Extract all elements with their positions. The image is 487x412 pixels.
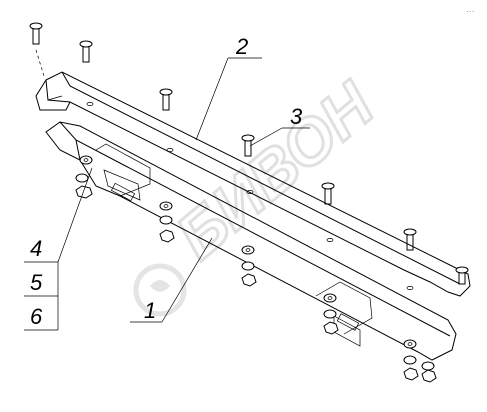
bolt [321,182,335,205]
top-bolts [29,22,469,290]
bolt [159,88,173,111]
callout-2: 2 [235,34,248,59]
callout-4: 4 [30,236,42,261]
bolt [403,228,417,251]
bolt [455,266,469,285]
callouts: 2 3 1 4 5 6 [30,34,303,329]
fastener-stack [421,361,437,383]
callout-6: 6 [30,304,43,329]
bolt [29,22,45,77]
bolt [79,40,93,63]
callout-3: 3 [290,104,303,129]
washers-and-nuts [75,155,437,383]
corner-mark: … [466,4,475,14]
fastener-stack [75,155,93,199]
callout-5: 5 [30,270,43,295]
fastener-stack [323,293,339,335]
fastener-stack [159,201,175,243]
fastener-stack [241,245,257,287]
callout-1: 1 [144,298,156,323]
fastener-stack [403,339,419,381]
callout-leaders [24,57,310,331]
watermark-text: БИВОН [163,67,388,272]
upper-rail [35,71,471,297]
watermark: БИВОН [133,66,390,317]
bolt [241,134,255,157]
